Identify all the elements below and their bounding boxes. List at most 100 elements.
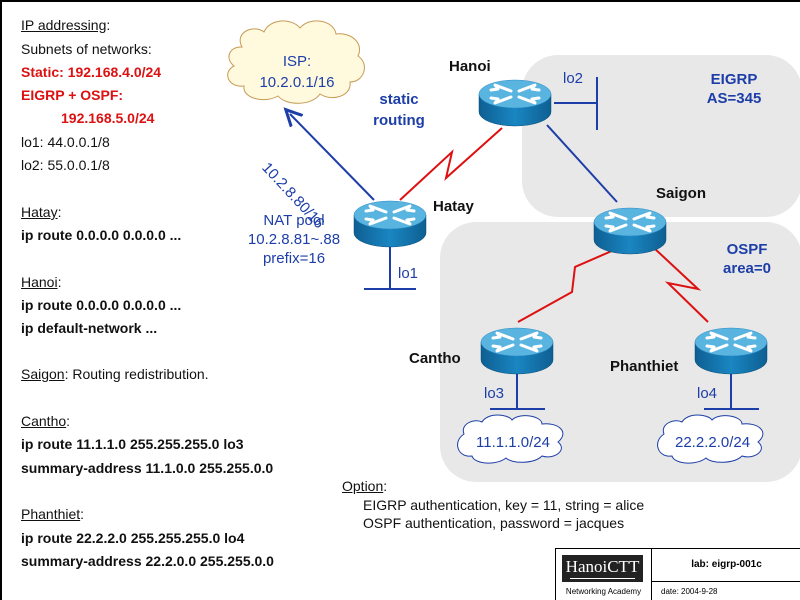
router-top xyxy=(353,200,427,230)
lo2-address: lo2: 55.0.0.1/8 xyxy=(21,157,110,173)
eigrp-ospf-label: EIGRP + OSPF: xyxy=(21,87,124,103)
router-arrow-icon xyxy=(364,204,388,214)
router-hatay xyxy=(353,200,427,248)
isp-link xyxy=(290,114,375,201)
ip-addressing-heading: IP addressing: xyxy=(21,17,110,33)
phanthiet-network-label: 22.2.2.0/24 xyxy=(675,434,751,451)
hatay-heading: Hatay: xyxy=(21,204,61,220)
router-label-hatay: Hatay xyxy=(433,198,474,215)
router-arrow-icon xyxy=(392,216,416,226)
router-arrow-icon xyxy=(491,343,515,353)
option-heading-text: Option xyxy=(342,478,384,494)
router-top xyxy=(694,327,768,357)
colon: : xyxy=(106,17,111,33)
hatay-cmd: ip route 0.0.0.0 0.0.0.0 ... xyxy=(21,227,182,243)
isp-label: ISP: 10.2.0.1/16 xyxy=(252,51,342,93)
lo1-label: lo1 xyxy=(398,265,419,282)
colon: : xyxy=(383,478,388,494)
router-arrow-icon xyxy=(632,211,656,221)
eigrp-line1: EIGRP xyxy=(710,71,758,88)
serial-link-hatay-hanoi xyxy=(399,127,503,201)
colon: : xyxy=(66,413,71,429)
router-label-phanthiet: Phanthiet xyxy=(610,358,679,375)
logo: HanoiCTT xyxy=(562,555,643,582)
router-arrow-icon xyxy=(517,95,541,105)
saigon-note: Saigon: Routing redistribution. xyxy=(21,366,209,382)
isp-cloud xyxy=(227,20,365,104)
ospf-line1: OSPF xyxy=(726,241,768,258)
lo4-label: lo4 xyxy=(697,385,718,402)
router-arrow-icon xyxy=(632,223,656,233)
cantho-cmd-2: summary-address 11.1.0.0 255.255.0.0 xyxy=(21,460,274,476)
colon: : xyxy=(57,204,62,220)
eigrp-zone xyxy=(522,55,800,217)
lo2-label: lo2 xyxy=(563,70,584,87)
router-arrow-icon xyxy=(489,95,513,105)
router-arrow-icon xyxy=(519,331,543,341)
router-arrow-icon xyxy=(733,343,757,353)
router-arrow-icon xyxy=(733,331,757,341)
colon: : xyxy=(80,506,85,522)
router-hanoi xyxy=(478,79,552,127)
option-eigrp-auth: EIGRP authentication, key = 11, string =… xyxy=(363,497,645,513)
router-arrow-icon xyxy=(604,211,628,221)
cantho-heading: Cantho: xyxy=(21,413,70,429)
router-arrow-icon xyxy=(705,331,729,341)
nat-pool-line3: prefix=16 xyxy=(262,250,326,267)
ip-heading-text: IP addressing xyxy=(21,17,107,33)
eigrp-ospf-subnet: 192.168.5.0/24 xyxy=(61,110,155,126)
cantho-cmd-1: ip route 11.1.1.0 255.255.255.0 lo3 xyxy=(21,436,244,452)
lab-name: lab: eigrp-001c xyxy=(651,549,800,582)
router-label-cantho: Cantho xyxy=(409,350,461,367)
cantho-heading-text: Cantho xyxy=(21,413,67,429)
serial-link-saigon-phanthiet xyxy=(653,247,709,323)
router-label-saigon: Saigon xyxy=(656,185,707,202)
phanthiet-cmd-2: summary-address 22.2.0.0 255.255.0.0 xyxy=(21,553,274,569)
phanthiet-heading: Phanthiet: xyxy=(21,506,84,522)
lo1-address: lo1: 44.0.0.1/8 xyxy=(21,134,110,150)
phanthiet-network-cloud xyxy=(657,414,764,464)
router-cantho xyxy=(480,327,554,375)
cantho-network-cloud xyxy=(457,414,564,464)
option-heading: Option: xyxy=(342,478,387,494)
ethernet-link-hanoi-saigon xyxy=(546,124,618,203)
nat-pool-line1: NAT pool xyxy=(263,212,325,229)
static-routing-line1: static xyxy=(379,91,419,108)
eigrp-line2: AS=345 xyxy=(706,90,762,107)
router-arrow-icon xyxy=(489,83,513,93)
saigon-heading-text: Saigon xyxy=(21,366,65,382)
router-arrow-icon xyxy=(705,343,729,353)
router-label-hanoi: Hanoi xyxy=(449,58,491,75)
router-top xyxy=(480,327,554,357)
eigrp-zone-label: EIGRP AS=345 xyxy=(694,70,774,108)
saigon-text: : Routing redistribution. xyxy=(64,366,209,382)
option-ospf-auth: OSPF authentication, password = jacques xyxy=(363,515,625,531)
hanoi-heading: Hanoi: xyxy=(21,274,61,290)
phanthiet-cmd-1: ip route 22.2.2.0 255.255.255.0 lo4 xyxy=(21,530,245,546)
hatay-heading-text: Hatay xyxy=(21,204,58,220)
router-phanthiet xyxy=(694,327,768,375)
colon: : xyxy=(57,274,62,290)
serial-link-saigon-cantho xyxy=(517,249,615,323)
subnets-label: Subnets of networks: xyxy=(21,41,152,57)
logo-underline xyxy=(570,578,635,579)
router-arrow-icon xyxy=(604,223,628,233)
router-top xyxy=(478,79,552,109)
router-top xyxy=(593,207,667,237)
logo-cell: HanoiCTT Networking Academy xyxy=(556,549,652,600)
nat-pool-label: NAT pool 10.2.8.81~.88 prefix=16 xyxy=(234,211,354,268)
static-routing-label: static routing xyxy=(364,89,434,131)
lo3-label: lo3 xyxy=(484,385,505,402)
router-arrow-icon xyxy=(519,343,543,353)
isp-label-line2: 10.2.0.1/16 xyxy=(259,74,335,91)
router-saigon xyxy=(593,207,667,255)
static-routing-line2: routing xyxy=(373,112,425,129)
cantho-network-label: 11.1.1.0/24 xyxy=(476,434,550,451)
lab-date: date: 2004-9-28 xyxy=(661,587,718,596)
hanoi-cmd-2: ip default-network ... xyxy=(21,320,158,336)
logo-subtitle: Networking Academy xyxy=(565,587,642,596)
hanoi-heading-text: Hanoi xyxy=(21,274,58,290)
nat-pool-line2: 10.2.8.81~.88 xyxy=(247,231,341,248)
